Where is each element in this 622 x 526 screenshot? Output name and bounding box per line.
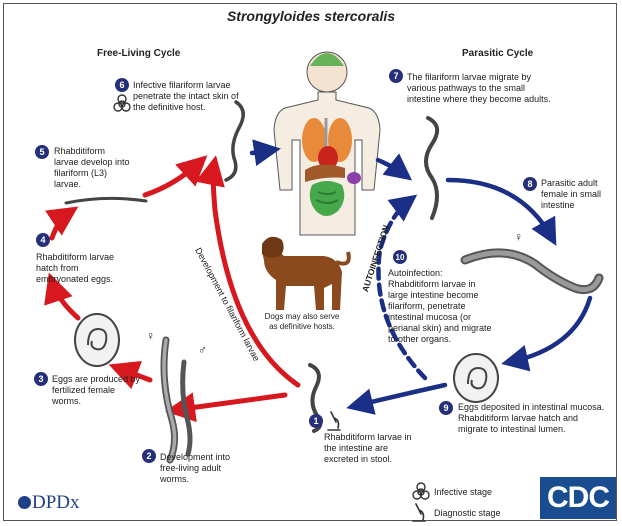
filariform-larva-5 — [66, 198, 146, 203]
filariform-larva-6 — [226, 102, 243, 180]
microscope-icon — [413, 504, 425, 521]
step-10-text: Autoinfection: Rhabditiform larvae in la… — [388, 268, 496, 345]
dog-illustration — [262, 237, 349, 310]
legend-diagnostic: Diagnostic stage — [434, 508, 501, 518]
human-body-illustration — [274, 52, 380, 235]
step-9-text: Eggs deposited in intestinal mucosa. Rha… — [458, 402, 608, 435]
dpdx-logo: DPDx — [18, 492, 80, 514]
step-number: 5 — [38, 147, 46, 158]
step-8-text: Parasitic adult female in small intestin… — [541, 178, 607, 211]
dpdx-logo-text: DPDx — [32, 492, 80, 513]
step-6-text: Infective filariform larvae penetrate th… — [133, 80, 245, 113]
arrow-3-to-4 — [52, 282, 78, 318]
step-4-text: Rhabditiform larvae hatch from embryonat… — [36, 252, 118, 285]
arrow-1-to-2 — [175, 395, 285, 410]
step-1-text: Rhabditiform larvae in the intestine are… — [324, 432, 424, 465]
arrow-6-to-host — [252, 150, 272, 153]
female-symbol: ♀ — [146, 331, 155, 342]
cdc-logo: CDC — [540, 477, 616, 519]
arrow-4-to-5 — [52, 212, 70, 238]
dogs-caption: Dogs may also serve as definitive hosts. — [262, 312, 342, 332]
step-3-text: Eggs are produced by fertilized female w… — [52, 374, 142, 407]
biohazard-icon — [114, 95, 130, 111]
female-symbol: ♀ — [514, 232, 523, 243]
biohazard-icon — [413, 483, 429, 499]
step-number: 10 — [393, 252, 407, 263]
step-number: 8 — [526, 179, 534, 190]
arrow-8-to-9 — [510, 298, 590, 362]
step-7-text: The filariform larvae migrate by various… — [407, 72, 557, 105]
step-number: 2 — [145, 451, 153, 462]
step-number: 1 — [312, 416, 320, 427]
dpdx-logo-mark — [18, 496, 31, 509]
legend-infective: Infective stage — [434, 487, 492, 497]
filariform-larva-7 — [426, 118, 437, 218]
arrow-9-to-1 — [355, 385, 445, 406]
male-symbol: ♂ — [198, 345, 207, 356]
step-number: 6 — [118, 80, 126, 91]
step-5-text: Rhabditiform larvae develop into filarif… — [54, 146, 132, 190]
step-number: 9 — [442, 403, 450, 414]
arrow-host-to-7 — [378, 160, 405, 175]
step-number: 3 — [37, 374, 45, 385]
arrow-7-to-8 — [448, 180, 552, 238]
step-number: 7 — [392, 71, 400, 82]
arrow-5-to-6 — [145, 162, 200, 195]
step-number: 4 — [39, 235, 47, 246]
step-2-text: Development into free-living adult worms… — [160, 452, 240, 485]
microscope-icon — [328, 412, 340, 430]
